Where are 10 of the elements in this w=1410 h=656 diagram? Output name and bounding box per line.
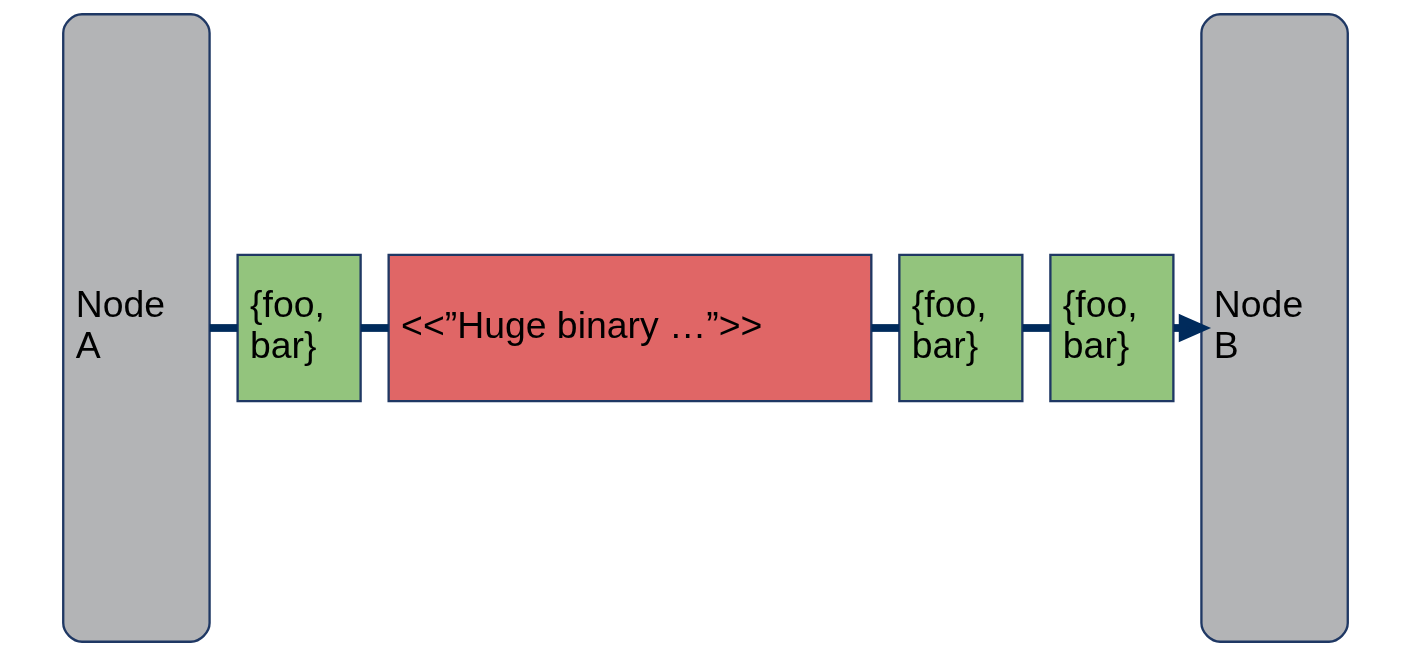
node-box: {foo, bar} [1048, 253, 1175, 403]
node-box: Node B [1199, 13, 1349, 643]
node-box: <<”Huge binary …”>> [386, 253, 872, 403]
node-box: {foo, bar} [235, 253, 362, 403]
node-box: {foo, bar} [897, 253, 1023, 403]
connector [1022, 324, 1050, 332]
connector [360, 324, 389, 332]
connector [870, 324, 899, 332]
node-box: Node A [61, 13, 211, 643]
connector [209, 324, 238, 332]
